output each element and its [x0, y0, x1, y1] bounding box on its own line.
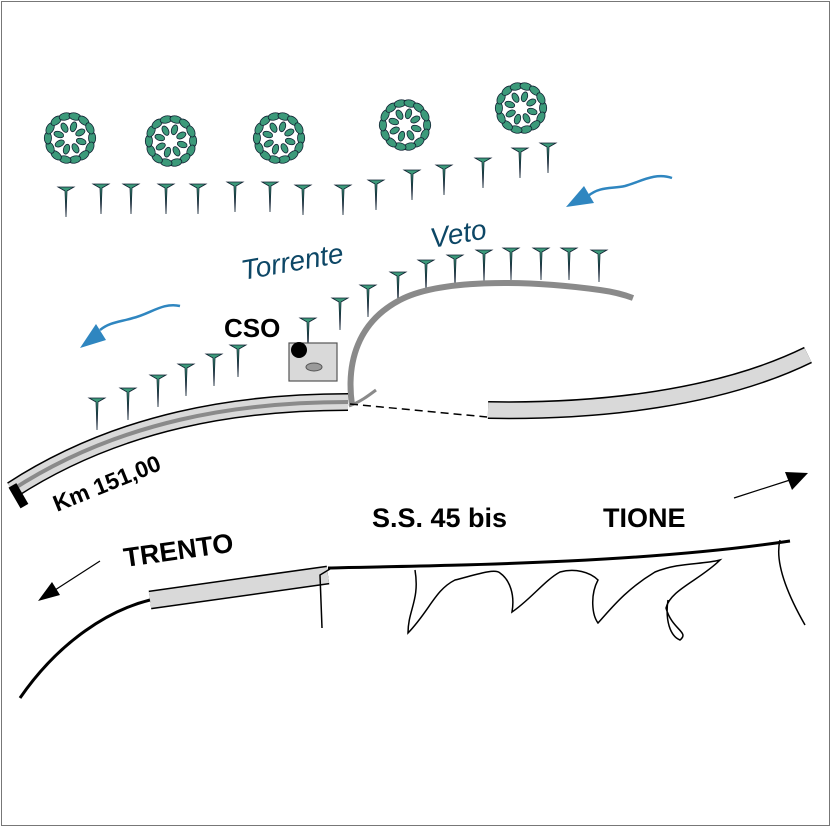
- shrub-icon: [358, 284, 378, 318]
- direction-arrow-icon: [38, 560, 101, 601]
- road-lower-edge-left: [18, 598, 151, 699]
- station-well: [305, 362, 323, 372]
- shrub-icon: [293, 184, 313, 216]
- shrub-rows: [56, 142, 609, 431]
- shrub-icon: [474, 249, 494, 283]
- shrub-icon: [510, 147, 530, 179]
- flow-arrow-icon: [80, 303, 181, 348]
- shrub-icon: [91, 183, 111, 215]
- tree-icon: [252, 112, 306, 164]
- tree-row: [43, 82, 548, 167]
- km-marker: [8, 483, 29, 509]
- shrub-icon: [434, 164, 454, 196]
- shrub-icon: [56, 186, 76, 218]
- shrub-icon: [388, 271, 408, 305]
- torrent-channel: [347, 280, 635, 406]
- shrub-icon: [416, 259, 436, 293]
- station-box: [288, 342, 338, 382]
- shrub-icon: [501, 247, 521, 281]
- road-upper-right: [487, 348, 812, 418]
- shrub-icon: [366, 179, 386, 211]
- flow-arrow-icon: [566, 174, 673, 207]
- tree-icon: [378, 99, 432, 151]
- shrub-icon: [260, 181, 280, 213]
- shrub-icon: [531, 247, 551, 281]
- shrub-icon: [118, 387, 138, 421]
- shrub-icon: [559, 247, 579, 281]
- shrub-icon: [330, 297, 350, 331]
- shrub-icon: [148, 374, 168, 408]
- shrub-icon: [188, 183, 208, 215]
- cliff-profile: [319, 539, 806, 641]
- tree-icon: [494, 82, 548, 134]
- direction-arrow-icon: [733, 472, 808, 499]
- tree-icon: [43, 112, 97, 164]
- label-cso: CSO: [224, 313, 280, 343]
- shrub-icon: [473, 157, 493, 189]
- shrub-icon: [156, 183, 176, 215]
- shrub-icon: [176, 363, 196, 397]
- shrub-icon: [445, 254, 465, 288]
- torrent-culvert: [10, 400, 349, 492]
- shrub-icon: [121, 183, 141, 215]
- road-crossing-dashed: [349, 403, 488, 418]
- station-point-icon: [291, 342, 307, 358]
- shrub-icon: [87, 397, 107, 431]
- shrub-icon: [589, 249, 609, 283]
- label-road: S.S. 45 bis: [372, 503, 507, 533]
- shrub-icon: [538, 142, 558, 174]
- label-tione: TIONE: [603, 503, 686, 533]
- road-lower-edge-right: [327, 539, 791, 570]
- shrub-icon: [298, 317, 318, 351]
- shrub-icon: [204, 353, 224, 387]
- shrub-icon: [228, 344, 248, 378]
- shrub-icon: [402, 169, 422, 201]
- torrent-outlet: [348, 388, 377, 408]
- shrub-icon: [225, 181, 245, 213]
- shrub-icon: [333, 184, 353, 216]
- road-lower-segment: [148, 567, 330, 608]
- tree-icon: [144, 115, 198, 167]
